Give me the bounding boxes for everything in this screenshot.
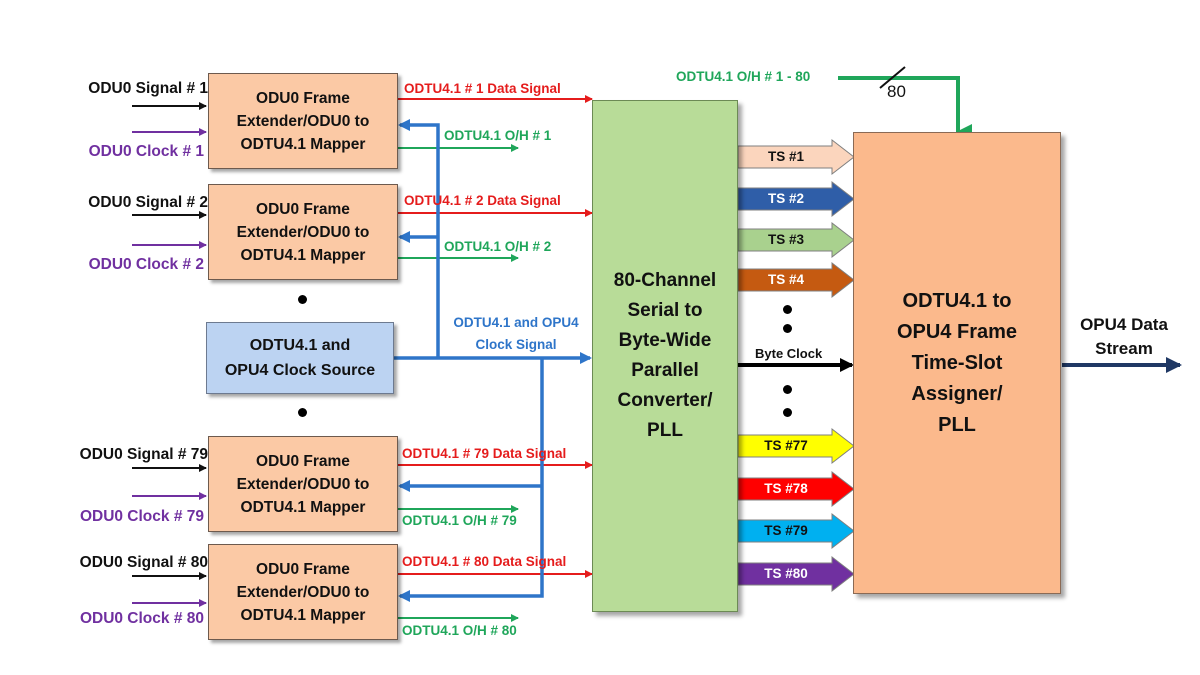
ellipsis-dot <box>783 385 792 394</box>
ellipsis-dot <box>298 295 307 304</box>
clock-source-line-1: ODTU4.1 and <box>249 337 351 354</box>
assigner-line-3: Time-Slot <box>911 351 1003 374</box>
oh-label: ODTU4.1 O/H # 1 <box>444 128 552 143</box>
time-slot-label: TS #1 <box>767 149 805 164</box>
clock-bus-upper <box>398 119 440 358</box>
oh-label: ODTU4.1 O/H # 79 <box>402 513 517 528</box>
time-slot-label: TS #80 <box>764 566 808 581</box>
mapper-line-2: Extender/ODU0 to <box>236 475 370 493</box>
clock-source-line-2: OPU4 Clock Source <box>224 362 376 379</box>
output-line-2: Stream <box>1095 339 1153 358</box>
time-slot-arrow <box>737 470 855 508</box>
ellipsis-dot <box>783 408 792 417</box>
ellipsis-dot <box>783 324 792 333</box>
converter-line-1: 80-Channel <box>613 270 717 291</box>
time-slot-arrow <box>737 512 855 550</box>
clock-signal-line-2: Clock Signal <box>475 337 557 352</box>
converter-line-4: Parallel <box>631 360 699 381</box>
time-slot-arrow <box>737 221 855 259</box>
oh-bus-width: 80 <box>887 82 906 101</box>
input-clock-label: ODU0 Clock # 80 <box>79 610 204 627</box>
mapper-line-1: ODU0 Frame <box>256 560 350 578</box>
time-slot-label: TS #78 <box>764 481 808 496</box>
time-slot-arrow <box>737 427 855 465</box>
input-signal-label: ODU0 Signal # 1 <box>88 80 208 97</box>
oh-bus-line <box>838 76 972 140</box>
data-signal-label: ODTU4.1 # 80 Data Signal <box>402 554 567 569</box>
assigner-line-5: PLL <box>938 413 976 436</box>
mapper-line-3: ODTU4.1 Mapper <box>240 606 366 624</box>
clock-signal-line-1: ODTU4.1 and OPU4 <box>453 315 579 330</box>
byte-clock-label: Byte Clock <box>755 346 823 361</box>
mapper-line-3: ODTU4.1 Mapper <box>240 498 366 516</box>
oh-label: ODTU4.1 O/H # 2 <box>444 239 552 254</box>
converter-line-5: Converter/ <box>617 390 713 411</box>
output-label: OPU4 Data Stream <box>1066 313 1182 361</box>
data-signal-label: ODTU4.1 # 79 Data Signal <box>402 446 567 461</box>
time-slot-label: TS #2 <box>767 191 805 206</box>
converter-line-3: Byte-Wide <box>618 330 712 351</box>
time-slot-arrow <box>737 180 855 218</box>
mapper-line-2: Extender/ODU0 to <box>236 223 370 241</box>
oh-bus-label: ODTU4.1 O/H # 1 - 80 <box>676 69 811 84</box>
output-line-1: OPU4 Data <box>1080 315 1168 334</box>
input-signal-label: ODU0 Signal # 2 <box>88 194 208 211</box>
ellipsis-dot <box>298 408 307 417</box>
clock-bus-lower <box>398 358 544 602</box>
input-signal-label: ODU0 Signal # 80 <box>79 554 208 571</box>
input-signal-label: ODU0 Signal # 79 <box>79 446 208 463</box>
time-slot-arrows <box>737 138 855 593</box>
assigner-line-1: ODTU4.1 to <box>902 289 1012 312</box>
converter-line-6: PLL <box>647 420 683 441</box>
mapper-line-1: ODU0 Frame <box>256 89 350 107</box>
time-slot-arrow <box>737 555 855 593</box>
assigner-line-4: Assigner/ <box>911 382 1003 405</box>
oh-bus-slash <box>879 66 906 89</box>
assigner-line-2: OPU4 Frame <box>896 320 1018 343</box>
input-clock-label: ODU0 Clock # 2 <box>88 256 204 273</box>
mapper-line-2: Extender/ODU0 to <box>236 583 370 601</box>
input-clock-label: ODU0 Clock # 79 <box>79 508 204 525</box>
mapper-line-1: ODU0 Frame <box>256 452 350 470</box>
time-slot-label: TS #4 <box>767 272 805 287</box>
converter-line-2: Serial to <box>627 300 703 321</box>
oh-label: ODTU4.1 O/H # 80 <box>402 623 517 638</box>
time-slot-arrow <box>737 261 855 299</box>
time-slot-label: TS #77 <box>764 438 808 453</box>
time-slot-label: TS #79 <box>764 523 808 538</box>
time-slot-arrow <box>737 138 855 176</box>
mapper-line-1: ODU0 Frame <box>256 200 350 218</box>
mapper-line-2: Extender/ODU0 to <box>236 112 370 130</box>
time-slot-label: TS #3 <box>767 232 805 247</box>
ellipsis-dot <box>783 305 792 314</box>
converter-block: 80-Channel Serial to Byte-Wide Parallel … <box>592 100 738 612</box>
assigner-block: ODTU4.1 to OPU4 Frame Time-Slot Assigner… <box>853 132 1061 594</box>
data-signal-label: ODTU4.1 # 1 Data Signal <box>404 81 561 96</box>
clock-signal-label: ODTU4.1 and OPU4 Clock Signal <box>440 312 592 356</box>
mapper-line-3: ODTU4.1 Mapper <box>240 135 366 153</box>
mapper-line-3: ODTU4.1 Mapper <box>240 246 366 264</box>
data-signal-label: ODTU4.1 # 2 Data Signal <box>404 193 561 208</box>
input-clock-label: ODU0 Clock # 1 <box>88 143 204 160</box>
